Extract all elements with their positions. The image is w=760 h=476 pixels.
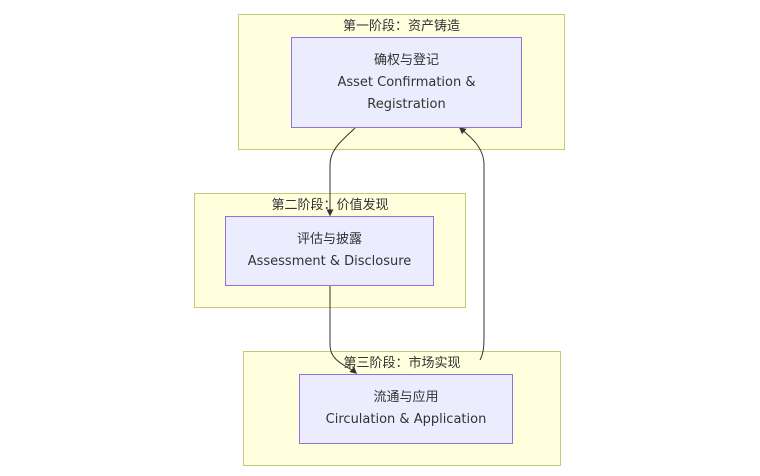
node-2-en-label: Assessment & Disclosure	[247, 254, 412, 269]
edge-stage3-to-stage1	[458, 127, 485, 361]
stage-1-title: 第一阶段：资产铸造	[342, 19, 460, 34]
edge-stage2-to-stage3	[329, 286, 358, 374]
node-1-en-label-line1: Asset Confirmation &	[337, 74, 476, 90]
node-1-zh-label: 确权与登记	[373, 52, 439, 68]
node-circulation-application: 流通与应用 Circulation & Application	[299, 374, 513, 444]
node-3-en-label: Circulation & Application	[325, 412, 487, 427]
node-assessment-disclosure: 评估与披露 Assessment & Disclosure	[225, 216, 434, 286]
node-3-zh-label: 流通与应用	[373, 390, 439, 405]
node-1-en-label-line2: Registration	[367, 96, 446, 112]
stage-3-title: 第三阶段：市场实现	[343, 356, 461, 371]
node-asset-confirmation: 确权与登记 Asset Confirmation & Registration	[291, 37, 522, 128]
node-2-zh-label: 评估与披露	[296, 232, 362, 247]
edge-stage1-to-stage2	[326, 127, 356, 217]
